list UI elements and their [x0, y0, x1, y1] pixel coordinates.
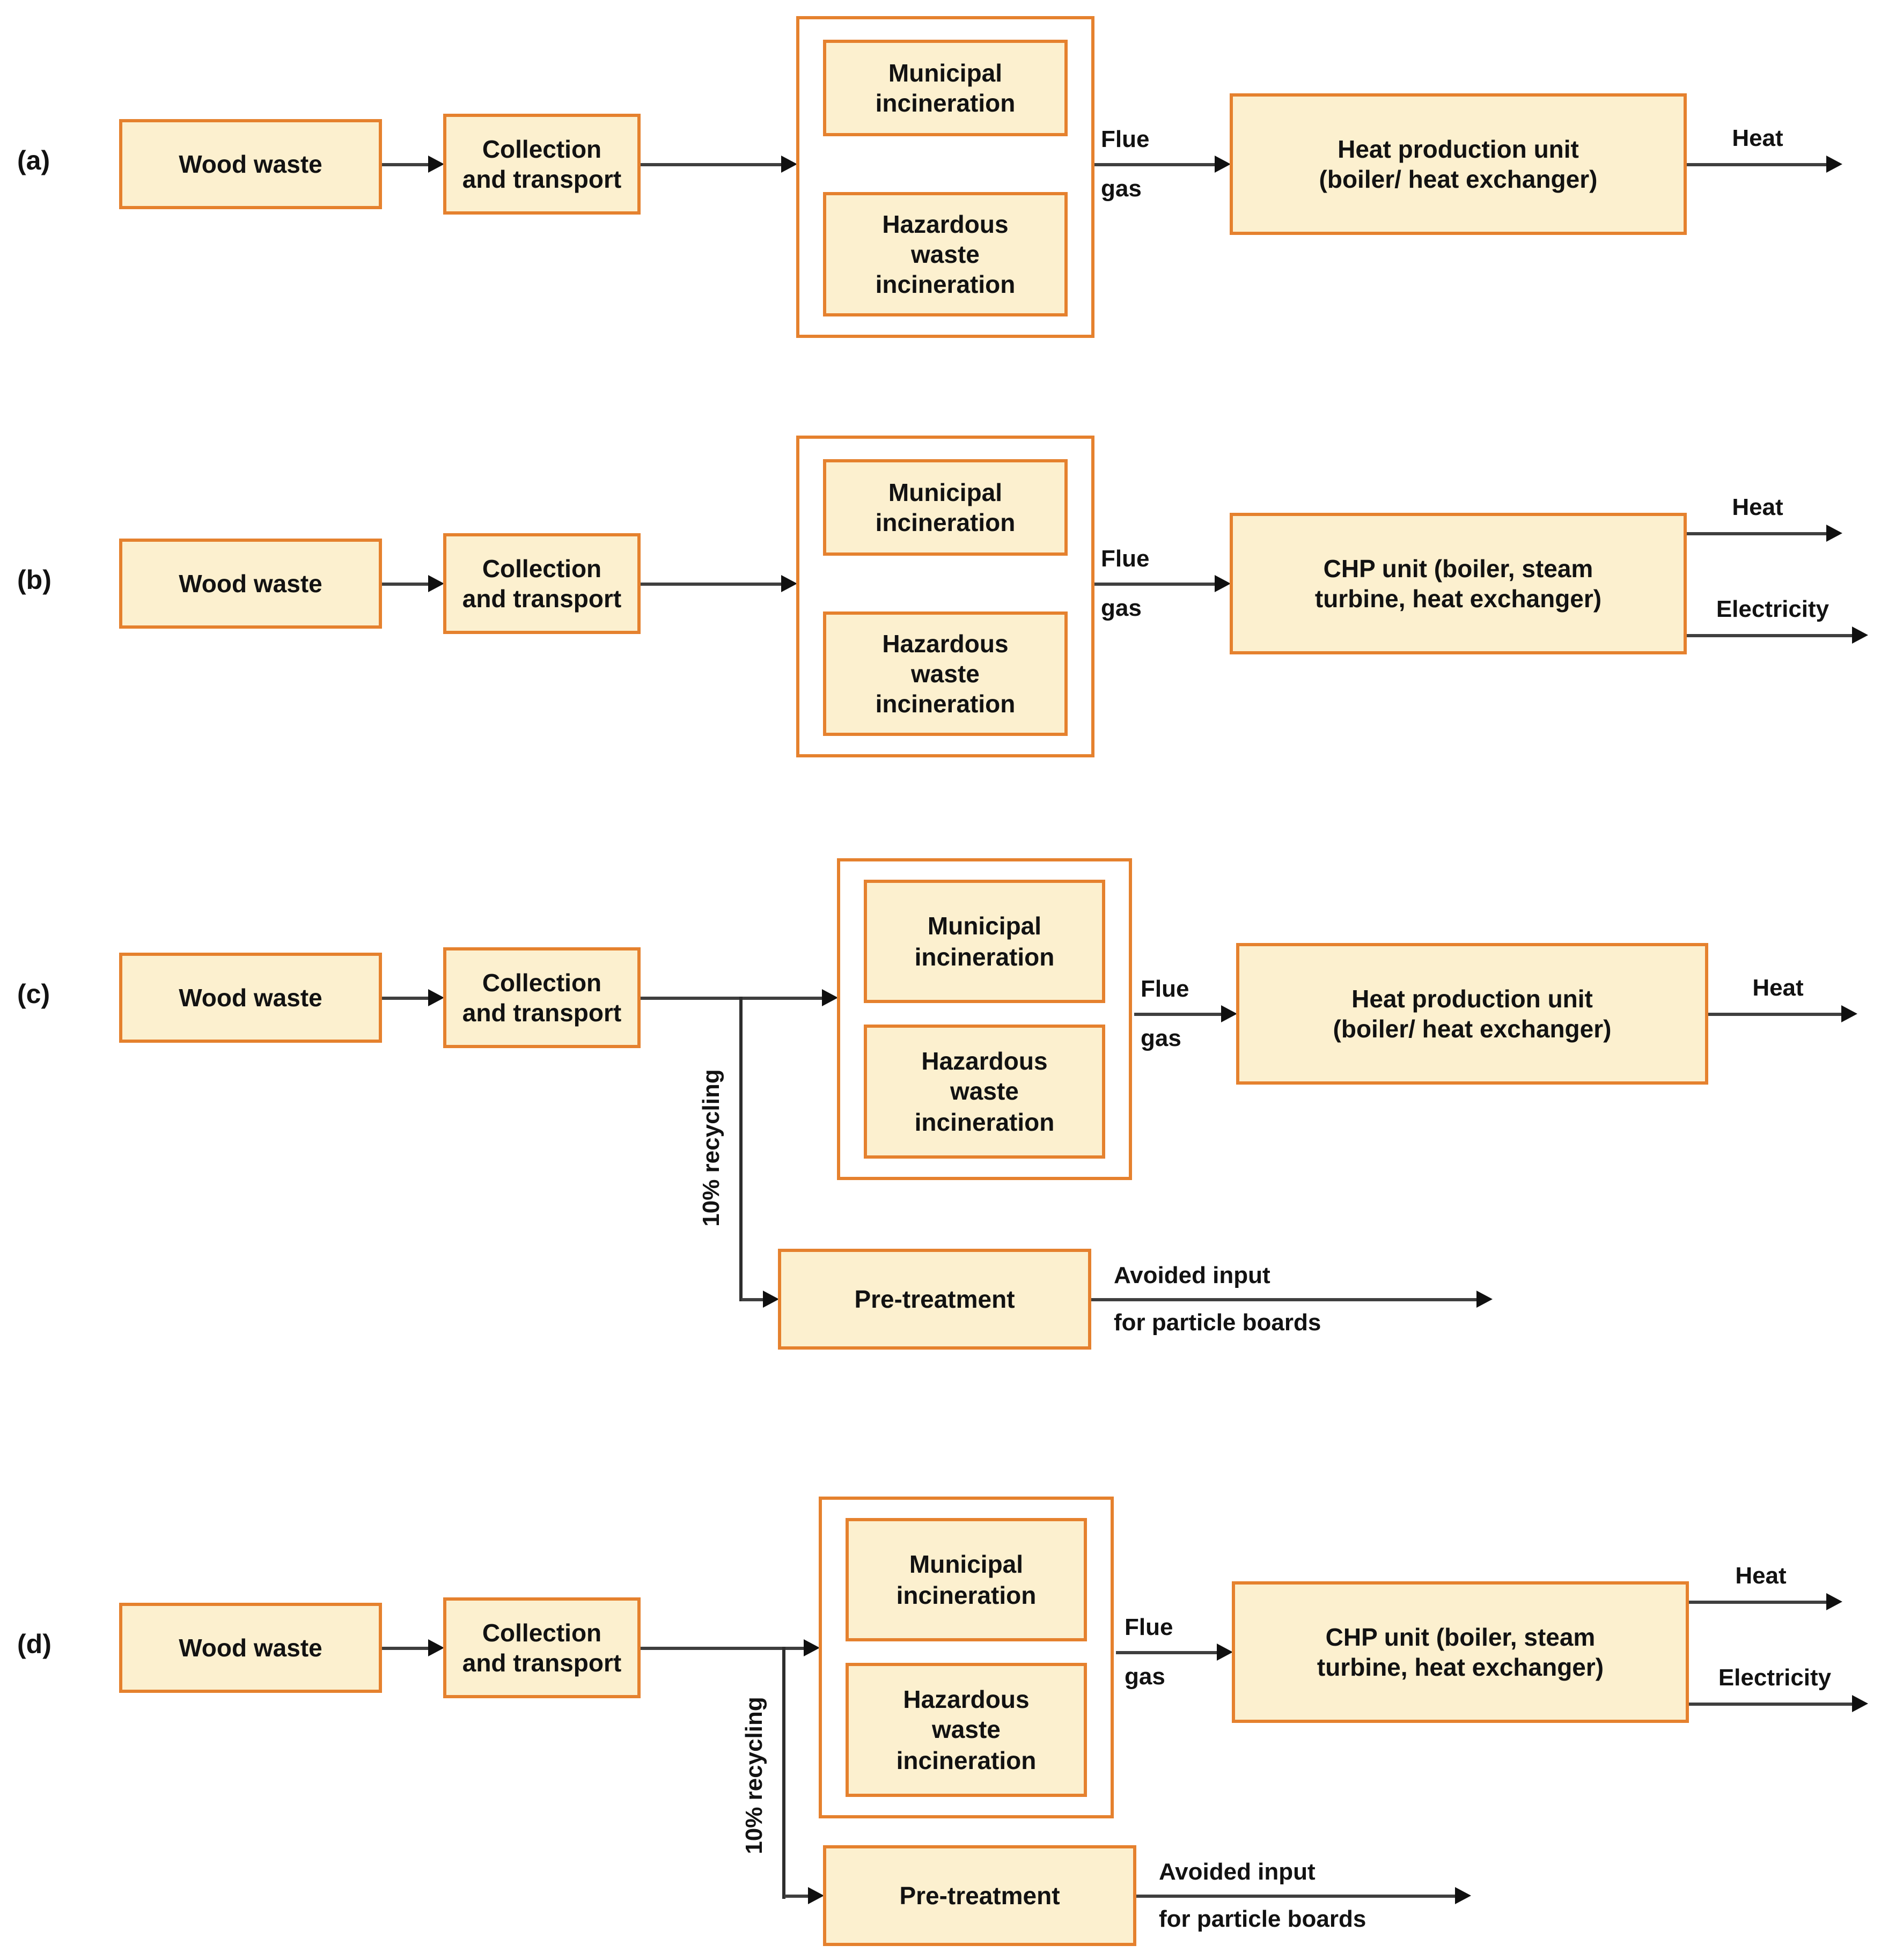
panel-c-heat-output-label: Heat [1752, 974, 1804, 1001]
panel-b-label: (b) [17, 565, 52, 595]
panel-d-hazardous-incineration-box: Hazardous waste incineration [846, 1663, 1087, 1797]
panel-a-municipal-incineration-box: Municipal incineration [823, 40, 1068, 136]
panel-d-chp-unit-box: CHP unit (boiler, steam turbine, heat ex… [1232, 1581, 1689, 1723]
panel-d-arrow-to-pretreatment [784, 1887, 824, 1904]
panel-a-heat-production-unit-box: Heat production unit (boiler/ heat excha… [1230, 93, 1687, 235]
panel-a-heat-output-label: Heat [1732, 124, 1783, 151]
panel-b-arrow-flue-gas [1094, 575, 1231, 592]
panel-d-avoided-input-label-line1: Avoided input [1159, 1858, 1316, 1885]
panel-a-collection-transport-box: Collection and transport [443, 114, 641, 215]
panel-d-flue-label: Flue [1125, 1613, 1173, 1640]
panel-c-heat-production-unit-box: Heat production unit (boiler/ heat excha… [1236, 943, 1708, 1085]
panel-a-gas-label: gas [1101, 175, 1142, 202]
panel-c-collection-transport-box: Collection and transport [443, 947, 641, 1048]
panel-d-label: (d) [17, 1630, 52, 1660]
panel-c-label: (c) [17, 979, 50, 1010]
panel-d-arrow-wood-to-collection [382, 1639, 444, 1656]
panel-d-arrow-flue-gas [1116, 1644, 1233, 1661]
panel-d-wood-waste-box: Wood waste [119, 1603, 382, 1693]
panel-c-avoided-input-label-line1: Avoided input [1114, 1262, 1270, 1288]
panel-d-avoided-input-label-line2: for particle boards [1159, 1905, 1366, 1932]
panel-d-arrow-heat-output [1689, 1593, 1842, 1610]
panel-d-arrow-avoided-input [1136, 1887, 1471, 1904]
panel-b-arrow-collection-to-incineration [641, 575, 797, 592]
panel-d-collection-transport-box: Collection and transport [443, 1597, 641, 1698]
panel-b-gas-label: gas [1101, 594, 1142, 621]
panel-b-wood-waste-box: Wood waste [119, 539, 382, 629]
panel-c-arrow-avoided-input [1091, 1291, 1493, 1308]
panel-b-hazardous-incineration-box: Hazardous waste incineration [823, 611, 1068, 736]
panel-b-arrow-heat-output [1687, 525, 1842, 542]
panel-d-arrow-electricity-output [1689, 1695, 1868, 1712]
panel-c-wood-waste-box: Wood waste [119, 953, 382, 1043]
panel-d-arrow-collection-to-incineration [641, 1639, 820, 1656]
panel-a-arrow-collection-to-incineration [641, 156, 797, 173]
panel-c-arrow-collection-to-incineration [641, 989, 838, 1006]
panel-c-flue-label: Flue [1141, 975, 1189, 1002]
panel-b-arrow-wood-to-collection [382, 575, 444, 592]
panel-b-arrow-electricity-output [1687, 627, 1868, 644]
panel-a-arrow-wood-to-collection [382, 156, 444, 173]
panel-d-municipal-incineration-box: Municipal incineration [846, 1518, 1087, 1641]
panel-c-avoided-input-label-line2: for particle boards [1114, 1309, 1321, 1336]
panel-c-arrow-heat-output [1708, 1005, 1857, 1022]
panel-c-recycling-branch-line [739, 997, 743, 1301]
panel-a-flue-label: Flue [1101, 126, 1150, 152]
panel-b-flue-label: Flue [1101, 545, 1150, 572]
panel-b-electricity-output-label: Electricity [1716, 595, 1829, 622]
panel-c-arrow-wood-to-collection [382, 989, 444, 1006]
panel-a-arrow-heat-output [1687, 156, 1842, 173]
panel-d-electricity-output-label: Electricity [1718, 1664, 1832, 1691]
panel-c-arrow-flue-gas [1134, 1005, 1237, 1022]
panel-b-heat-output-label: Heat [1732, 493, 1783, 520]
panel-b-chp-unit-box: CHP unit (boiler, steam turbine, heat ex… [1230, 513, 1687, 654]
panel-a-hazardous-incineration-box: Hazardous waste incineration [823, 192, 1068, 316]
panel-b-collection-transport-box: Collection and transport [443, 533, 641, 634]
panel-d-recycling-branch-line [782, 1647, 785, 1899]
panel-c-arrow-to-pretreatment [741, 1291, 779, 1308]
panel-d-gas-label: gas [1125, 1663, 1165, 1690]
panel-d-pretreatment-box: Pre-treatment [823, 1845, 1136, 1946]
panel-d-recycling-label: 10% recycling [740, 1697, 767, 1854]
panel-c-hazardous-incineration-box: Hazardous waste incineration [864, 1025, 1105, 1159]
panel-d-heat-output-label: Heat [1735, 1562, 1787, 1589]
panel-c-pretreatment-box: Pre-treatment [778, 1249, 1091, 1350]
panel-c-recycling-label: 10% recycling [697, 1069, 724, 1227]
panel-c-gas-label: gas [1141, 1025, 1181, 1051]
panel-b-municipal-incineration-box: Municipal incineration [823, 459, 1068, 556]
panel-a-label: (a) [17, 146, 50, 176]
panel-a-wood-waste-box: Wood waste [119, 119, 382, 209]
panel-c-municipal-incineration-box: Municipal incineration [864, 880, 1105, 1003]
panel-a-arrow-flue-gas [1094, 156, 1231, 173]
